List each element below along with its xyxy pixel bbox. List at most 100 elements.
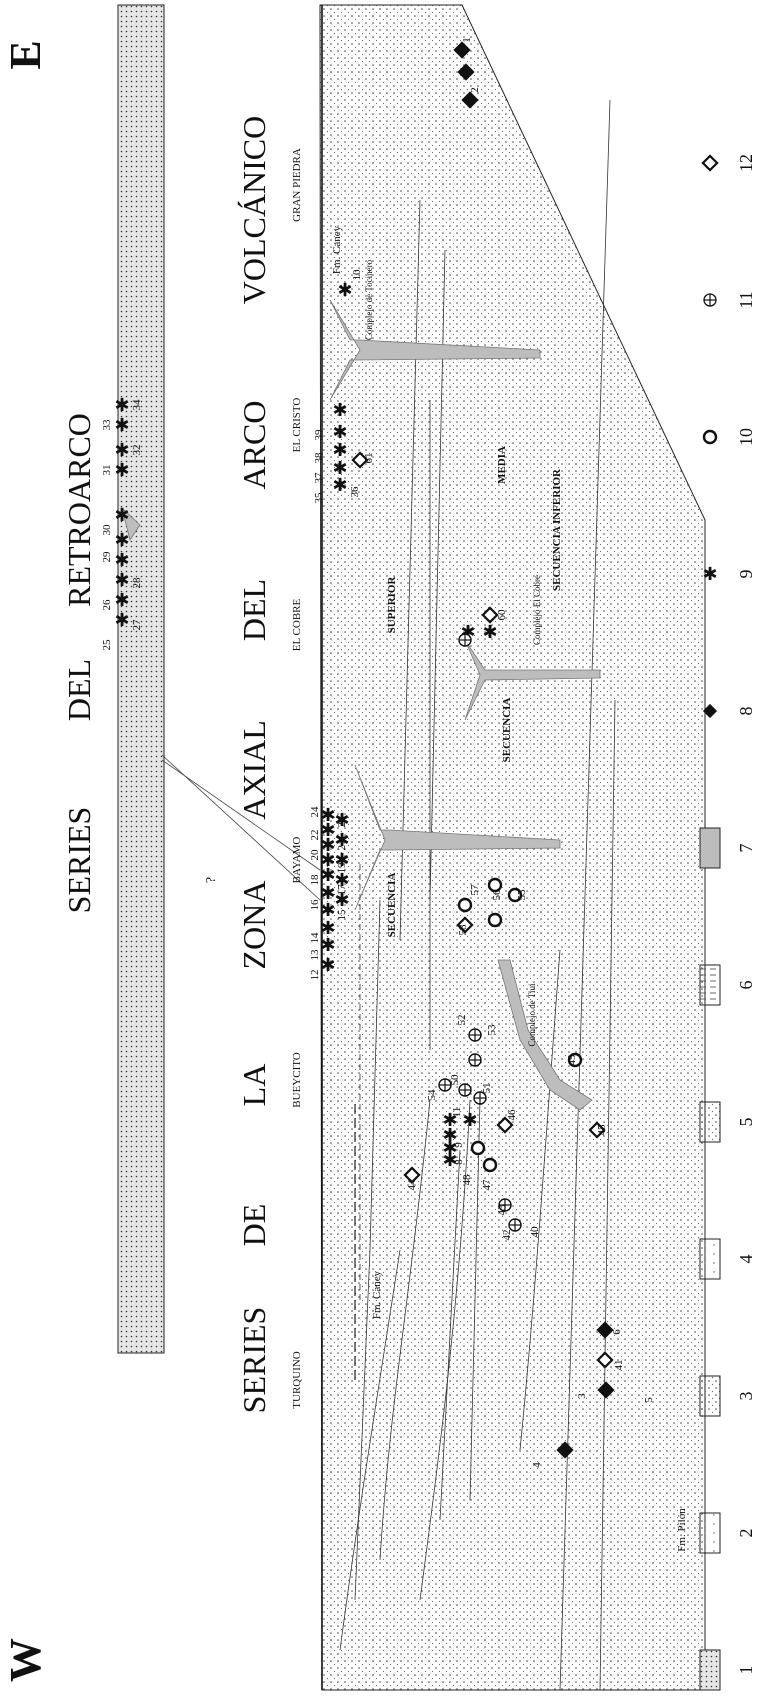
cristo-star-0: ✱: [332, 475, 347, 495]
num-37: 37: [313, 472, 325, 484]
num-43: 43: [496, 1204, 508, 1216]
filled-diamond-2: [457, 63, 475, 81]
axial-star-1: ✱: [320, 935, 335, 955]
question-mark: ?: [204, 877, 219, 883]
num-51: 51: [481, 1083, 493, 1094]
tocinero-star: ✱: [337, 280, 352, 300]
legend-number-10: 10: [736, 428, 756, 446]
num-21: 21: [336, 840, 348, 851]
num-12: 12: [309, 970, 321, 981]
formation-labels: Fm. Caney Fm. Pilón Fm. Caney Complejo d…: [331, 225, 688, 1551]
title-de: DE: [236, 1204, 272, 1247]
num-40: 40: [529, 1226, 541, 1238]
num-16: 16: [309, 899, 321, 911]
axial-star-b-1: ✱: [334, 870, 349, 890]
direction-labels: W E: [1, 40, 50, 1682]
axial-star-3: ✱: [320, 900, 335, 920]
num-19: 19: [336, 862, 348, 874]
superior-label: SUPERIOR: [386, 576, 398, 634]
filled-diamond-4: [556, 1441, 574, 1459]
bueycito-star-x: ✱: [462, 1110, 477, 1130]
title-zona: ZONA: [236, 881, 272, 970]
intrusions: [121, 299, 601, 1111]
legend-swatch-10: [702, 429, 718, 445]
num-28: 28: [131, 577, 143, 589]
retro-star-3: ✱: [114, 550, 129, 570]
secuencia-cobre-label: SECUENCIA: [501, 698, 513, 763]
big-title-left: SERIES DE LA ZONA AXIAL DEL ARCO VOLCÁNI…: [236, 116, 272, 1414]
num-46: 46: [506, 1109, 518, 1121]
retro-star-1: ✱: [114, 590, 129, 610]
connector-b: [161, 759, 321, 871]
retro-star-2: ✱: [114, 570, 129, 590]
num-36: 36: [349, 486, 361, 498]
num-24: 24: [309, 806, 321, 818]
retro-star-5: ✱: [114, 505, 129, 525]
num-1: 1: [461, 37, 473, 43]
num-45: 45: [596, 1124, 608, 1136]
open-circle-57: [457, 897, 473, 913]
retroarc-band: [117, 4, 165, 1354]
num-30: 30: [101, 524, 113, 536]
num-34: 34: [131, 399, 143, 411]
num-52: 52: [456, 1015, 468, 1026]
open-circle-55: [507, 887, 523, 903]
num-56: 56: [491, 889, 503, 901]
legend-number-6: 6: [736, 981, 756, 990]
num-33: 33: [101, 419, 113, 431]
open-circle-56: [487, 877, 503, 893]
bueycito-star-3: ✱: [442, 1110, 457, 1130]
num-47: 47: [481, 1179, 493, 1191]
filled-diamond-1: [453, 41, 471, 59]
title-del-2: DEL: [61, 659, 97, 721]
num-55: 55: [516, 889, 528, 901]
num-13: 13: [309, 949, 321, 961]
legend-swatch-7: [699, 827, 721, 869]
title-series-2: SERIES: [61, 807, 97, 914]
num-41: 41: [613, 1360, 625, 1371]
fm-pilon-label: Fm. Pilón: [676, 1508, 688, 1552]
num-32: 32: [131, 445, 143, 456]
open-diamond-41: [596, 1351, 614, 1369]
num-31: 31: [101, 465, 113, 476]
legend-number-11: 11: [736, 291, 756, 308]
legend-swatch-12: [701, 154, 719, 172]
num-48: 48: [461, 1174, 473, 1186]
title-series-1: SERIES: [236, 1307, 272, 1414]
complejo-tiui-label: Complejo de Tiui: [527, 983, 537, 1047]
axial-star-9: ✱: [320, 805, 335, 825]
num-2: 2: [469, 87, 481, 93]
open-diamond-46: [496, 1116, 514, 1134]
open-diamond-45: [588, 1121, 606, 1139]
axial-star-6: ✱: [320, 850, 335, 870]
num-15: 15: [336, 909, 348, 921]
num-26: 26: [101, 599, 113, 611]
cobre-star-b: ✱: [482, 622, 497, 642]
legend-swatch-9: ✱: [702, 564, 717, 584]
num-18: 18: [309, 874, 321, 886]
num-61: 61: [363, 453, 375, 464]
complejo-tocinero-label: Complejo de Tocinero: [364, 259, 374, 340]
sample-numbers: 25 26 27 28 29 30 31 32 33 34 12 13 14 1…: [101, 37, 655, 1468]
legend-number-7: 7: [736, 844, 756, 853]
num-9: 9: [453, 1142, 465, 1148]
legend-number-8: 8: [736, 707, 756, 716]
open-diamond-60: [481, 606, 499, 624]
west-label: W: [1, 1638, 50, 1682]
num-38: 38: [313, 452, 325, 464]
num-17: 17: [336, 884, 348, 896]
num-29: 29: [101, 551, 113, 563]
num-25: 25: [101, 639, 113, 651]
title-volcanico: VOLCÁNICO: [236, 116, 272, 304]
axial-star-7: ✱: [320, 835, 335, 855]
num-49: 49: [566, 1054, 578, 1066]
axial-star-b-4: ✱: [334, 810, 349, 830]
title-retroarco: RETROARCO: [61, 413, 97, 607]
east-label: E: [1, 40, 50, 69]
sample-markers: ✱✱✱✱✱✱✱✱✱✱✱✱✱✱✱✱✱✱✱✱✱✱✱✱✱✱✱✱✱✱✱✱✱✱✱✱✱✱: [114, 41, 615, 1459]
big-title-right: SERIES DEL RETROARCO: [61, 413, 97, 913]
retro-star-7: ✱: [114, 440, 129, 460]
filled-diamond-3b: [597, 1381, 615, 1399]
num-23: 23: [336, 816, 348, 828]
axial-star-b-3: ✱: [334, 830, 349, 850]
